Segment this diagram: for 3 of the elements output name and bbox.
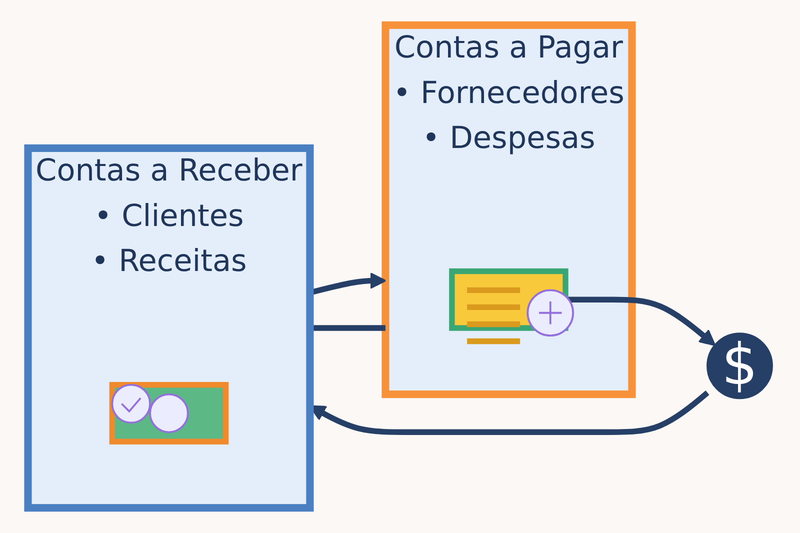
cluster: Contas a Pagar • Fornecedores • Despesas	[382, 21, 636, 398]
node-circle: $	[706, 332, 773, 400]
cluster: Contas a Receber • Clientes • Receitas	[24, 144, 314, 512]
